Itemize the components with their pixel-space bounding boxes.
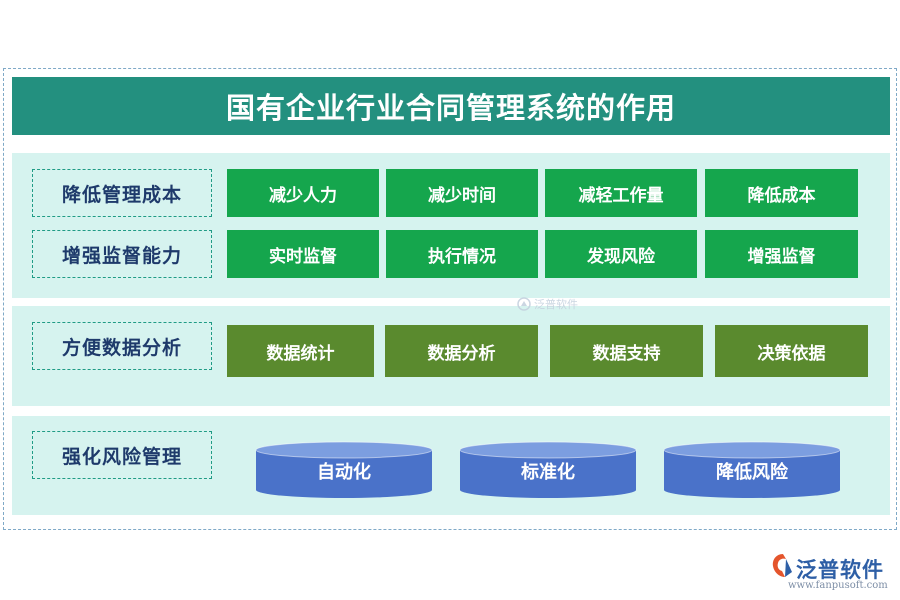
cell-execution-status: 执行情况 [386, 230, 538, 278]
cell-data-analysis: 数据分析 [385, 325, 538, 377]
section-data-analysis: 方便数据分析 数据统计 数据分析 数据支持 决策依据 [12, 306, 890, 406]
cell-lower-cost: 降低成本 [705, 169, 858, 217]
cylinder-shape [255, 441, 433, 498]
diagram-title: 国有企业行业合同管理系统的作用 [12, 77, 890, 135]
cell-realtime-supervision: 实时监督 [227, 230, 379, 278]
watermark-text: 泛普软件 [534, 298, 578, 311]
section-risk-management: 强化风险管理 自动化 标准化 降低风险 [12, 416, 890, 515]
brand-logo-icon [772, 554, 792, 577]
cylinder-reduce-risk: 降低风险 [663, 441, 841, 499]
cell-data-statistics: 数据统计 [227, 325, 374, 377]
cell-enhance-supervision: 增强监督 [705, 230, 858, 278]
cell-reduce-labor: 减少人力 [227, 169, 379, 217]
row-label-supervision: 增强监督能力 [32, 230, 212, 278]
diagram-frame [3, 68, 897, 530]
cell-decision-basis: 决策依据 [715, 325, 868, 377]
cell-detect-risk: 发现风险 [545, 230, 697, 278]
watermark: 泛普软件 [517, 296, 578, 312]
watermark-logo-icon [517, 297, 531, 311]
cell-data-support: 数据支持 [550, 325, 703, 377]
brand-logo-name: 泛普软件 [796, 558, 884, 582]
cylinder-label-automation: 自动化 [317, 462, 371, 483]
cylinder-label-standardization: 标准化 [521, 462, 575, 483]
cylinder-automation: 自动化 [255, 441, 433, 499]
cylinder-label-reduce-risk: 降低风险 [716, 462, 788, 483]
row-label-risk-management: 强化风险管理 [32, 431, 212, 479]
cylinder-shape [459, 441, 637, 498]
row-label-data-analysis: 方便数据分析 [32, 322, 212, 370]
cell-reduce-time: 减少时间 [386, 169, 538, 217]
section-cost-supervision: 降低管理成本 减少人力 减少时间 减轻工作量 降低成本 增强监督能力 实时监督 … [12, 153, 890, 298]
cylinder-shape [663, 441, 841, 498]
row-label-reduce-cost: 降低管理成本 [32, 169, 212, 217]
cylinder-standardization: 标准化 [459, 441, 637, 499]
brand-logo: 泛普软件 www.fanpusoft.com [770, 552, 895, 596]
brand-logo-url: www.fanpusoft.com [788, 580, 888, 591]
cell-reduce-workload: 减轻工作量 [545, 169, 697, 217]
